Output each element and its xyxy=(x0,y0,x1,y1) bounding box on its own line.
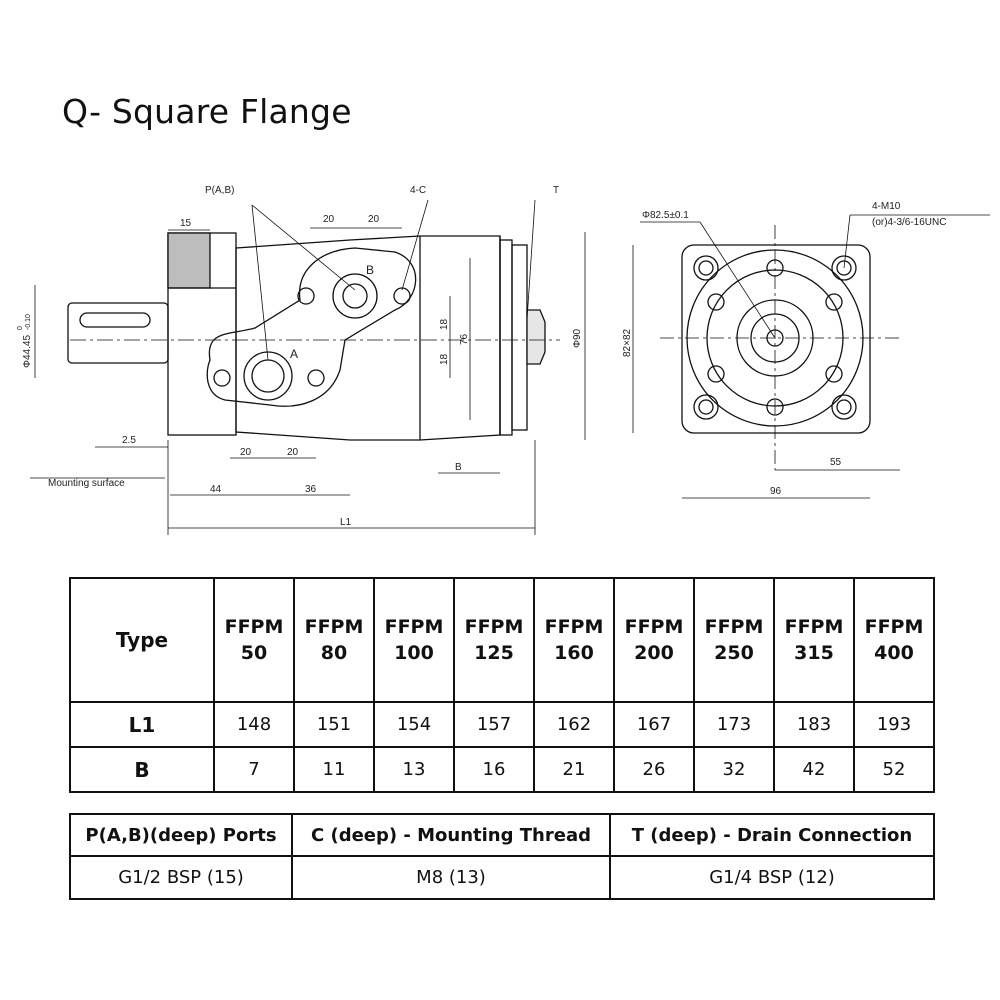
table-cell: 26 xyxy=(613,746,695,793)
table-cell: 183 xyxy=(773,701,855,748)
dim-18-bottom: 18 xyxy=(439,353,450,365)
table-cell: 154 xyxy=(373,701,455,748)
table-cell: 157 xyxy=(453,701,535,748)
dim-2-5: 2.5 xyxy=(122,435,136,446)
dim-20-left: 20 xyxy=(323,214,335,225)
dim-96: 96 xyxy=(770,486,782,497)
square-flange-view xyxy=(681,244,871,434)
bolt-alt-label: (or)4-3/6-16UNC xyxy=(872,217,946,228)
dim-b: B xyxy=(455,462,462,473)
table-cell: 11 xyxy=(293,746,375,793)
dim-phi90: Φ90 xyxy=(572,328,583,348)
ports-value: G1/2 BSP (15) xyxy=(69,855,293,900)
connections-table: P(A,B)(deep) Ports C (deep) - Mounting T… xyxy=(69,813,935,900)
dim-15: 15 xyxy=(180,218,192,229)
port-a-label: A xyxy=(290,347,298,361)
drain-label: T xyxy=(553,185,559,196)
shaft-tol-upper: 0 xyxy=(17,326,24,330)
mounting-thread-value: M8 (13) xyxy=(291,855,611,900)
ports-label: P(A,B) xyxy=(205,185,234,196)
dim-20-bottom-right: 20 xyxy=(287,447,299,458)
connections-header-row: P(A,B)(deep) Ports C (deep) - Mounting T… xyxy=(69,813,935,857)
mounting-surface-label: Mounting surface xyxy=(48,478,125,489)
shaft-keyway xyxy=(79,312,151,328)
shaft-tol-lower: -0.10 xyxy=(25,314,32,330)
shaft xyxy=(67,302,169,364)
table-row: L1 148 151 154 157 162 167 173 183 193 xyxy=(69,701,935,748)
drain-connection-value: G1/4 BSP (12) xyxy=(609,855,935,900)
table-cell: 148 xyxy=(213,701,295,748)
table-cell: 32 xyxy=(693,746,775,793)
table-cell: 13 xyxy=(373,746,455,793)
ports-header: P(A,B)(deep) Ports xyxy=(69,813,293,857)
mounting-thread-header: C (deep) - Mounting Thread xyxy=(291,813,611,857)
table-row: B 7 11 13 16 21 26 32 42 52 xyxy=(69,746,935,793)
pcd-label: Φ82.5±0.1 xyxy=(642,210,689,221)
dim-18-top: 18 xyxy=(439,318,450,330)
port-plate xyxy=(206,247,417,407)
table-row: G1/2 BSP (15) M8 (13) G1/4 BSP (12) xyxy=(69,855,935,900)
end-cap xyxy=(499,239,513,436)
page-title: Q- Square Flange xyxy=(62,92,352,131)
shaft-dia-label: Φ44.45 xyxy=(22,335,33,368)
table-cell: 151 xyxy=(293,701,375,748)
dim-76: 76 xyxy=(459,333,470,345)
row-label: L1 xyxy=(69,701,215,748)
table-cell: 173 xyxy=(693,701,775,748)
type-header: Type xyxy=(69,577,215,703)
technical-drawing: P(A,B) 4-C T 15 20 20 20 20 44 36 2.5 L1… xyxy=(17,185,990,535)
table-cell: 162 xyxy=(533,701,615,748)
port-b-label: B xyxy=(366,263,374,277)
drain-connection-header: T (deep) - Drain Connection xyxy=(609,813,935,857)
port-a-circle xyxy=(243,351,293,401)
bolt-spec-label: 4-M10 xyxy=(872,201,901,212)
dim-55: 55 xyxy=(830,457,842,468)
table-cell: 52 xyxy=(853,746,935,793)
thread-label: 4-C xyxy=(410,185,426,196)
table-cell: 7 xyxy=(213,746,295,793)
dim-20-bottom-left: 20 xyxy=(240,447,252,458)
table-cell: 16 xyxy=(453,746,535,793)
table-cell: 167 xyxy=(613,701,695,748)
port-b-circle xyxy=(332,273,378,319)
dim-20-right: 20 xyxy=(368,214,380,225)
table-cell: 42 xyxy=(773,746,855,793)
dim-36: 36 xyxy=(305,484,317,495)
table-cell: 21 xyxy=(533,746,615,793)
dim-44: 44 xyxy=(210,484,222,495)
square-label: 82×82 xyxy=(622,328,633,357)
dim-l1: L1 xyxy=(340,517,352,528)
row-label: B xyxy=(69,746,215,793)
table-cell: 193 xyxy=(853,701,935,748)
